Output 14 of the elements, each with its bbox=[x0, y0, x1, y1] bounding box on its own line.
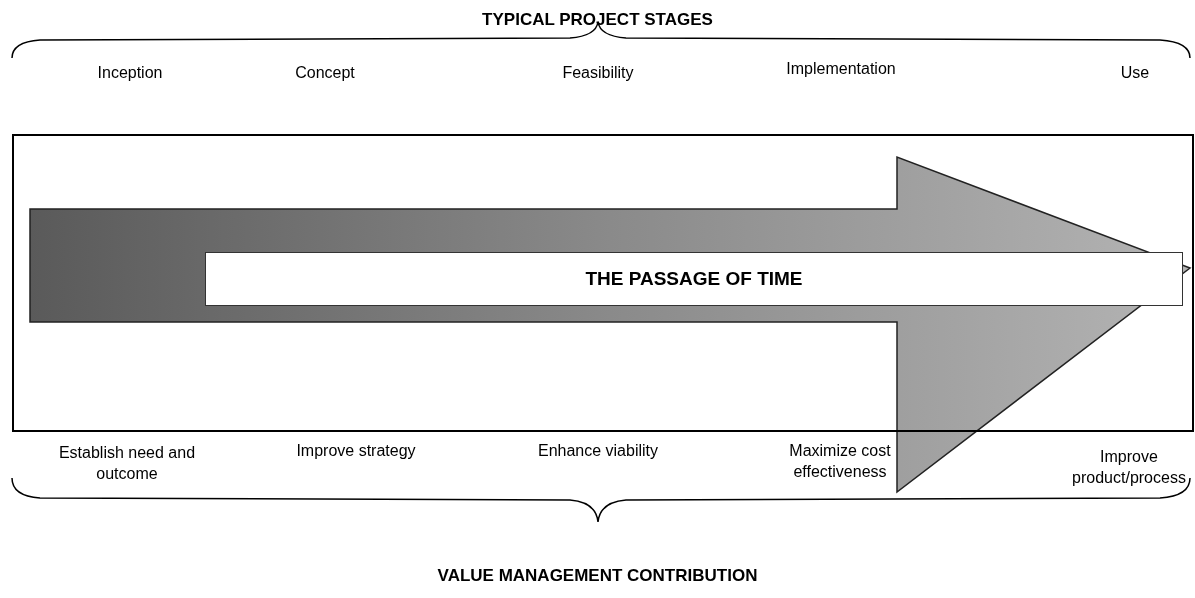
stage-label: Use bbox=[1119, 63, 1151, 83]
stage-label: Concept bbox=[294, 63, 356, 83]
time-label-box: THE PASSAGE OF TIME bbox=[205, 252, 1183, 306]
contribution-label: Improve product/process bbox=[1071, 447, 1187, 488]
contribution-label: Establish need and outcome bbox=[57, 443, 197, 484]
frame-box bbox=[12, 134, 1194, 432]
heading: TYPICAL PROJECT STAGES bbox=[481, 10, 714, 30]
stage-label: Implementation bbox=[785, 59, 897, 79]
contribution-label: Improve strategy bbox=[295, 441, 417, 461]
contribution-label: Maximize cost effectiveness bbox=[788, 441, 892, 482]
caption: VALUE MANAGEMENT CONTRIBUTION bbox=[436, 566, 759, 586]
stage-label: Inception bbox=[96, 63, 164, 83]
contribution-label: Enhance viability bbox=[536, 441, 660, 461]
stage-label: Feasibility bbox=[561, 63, 635, 83]
